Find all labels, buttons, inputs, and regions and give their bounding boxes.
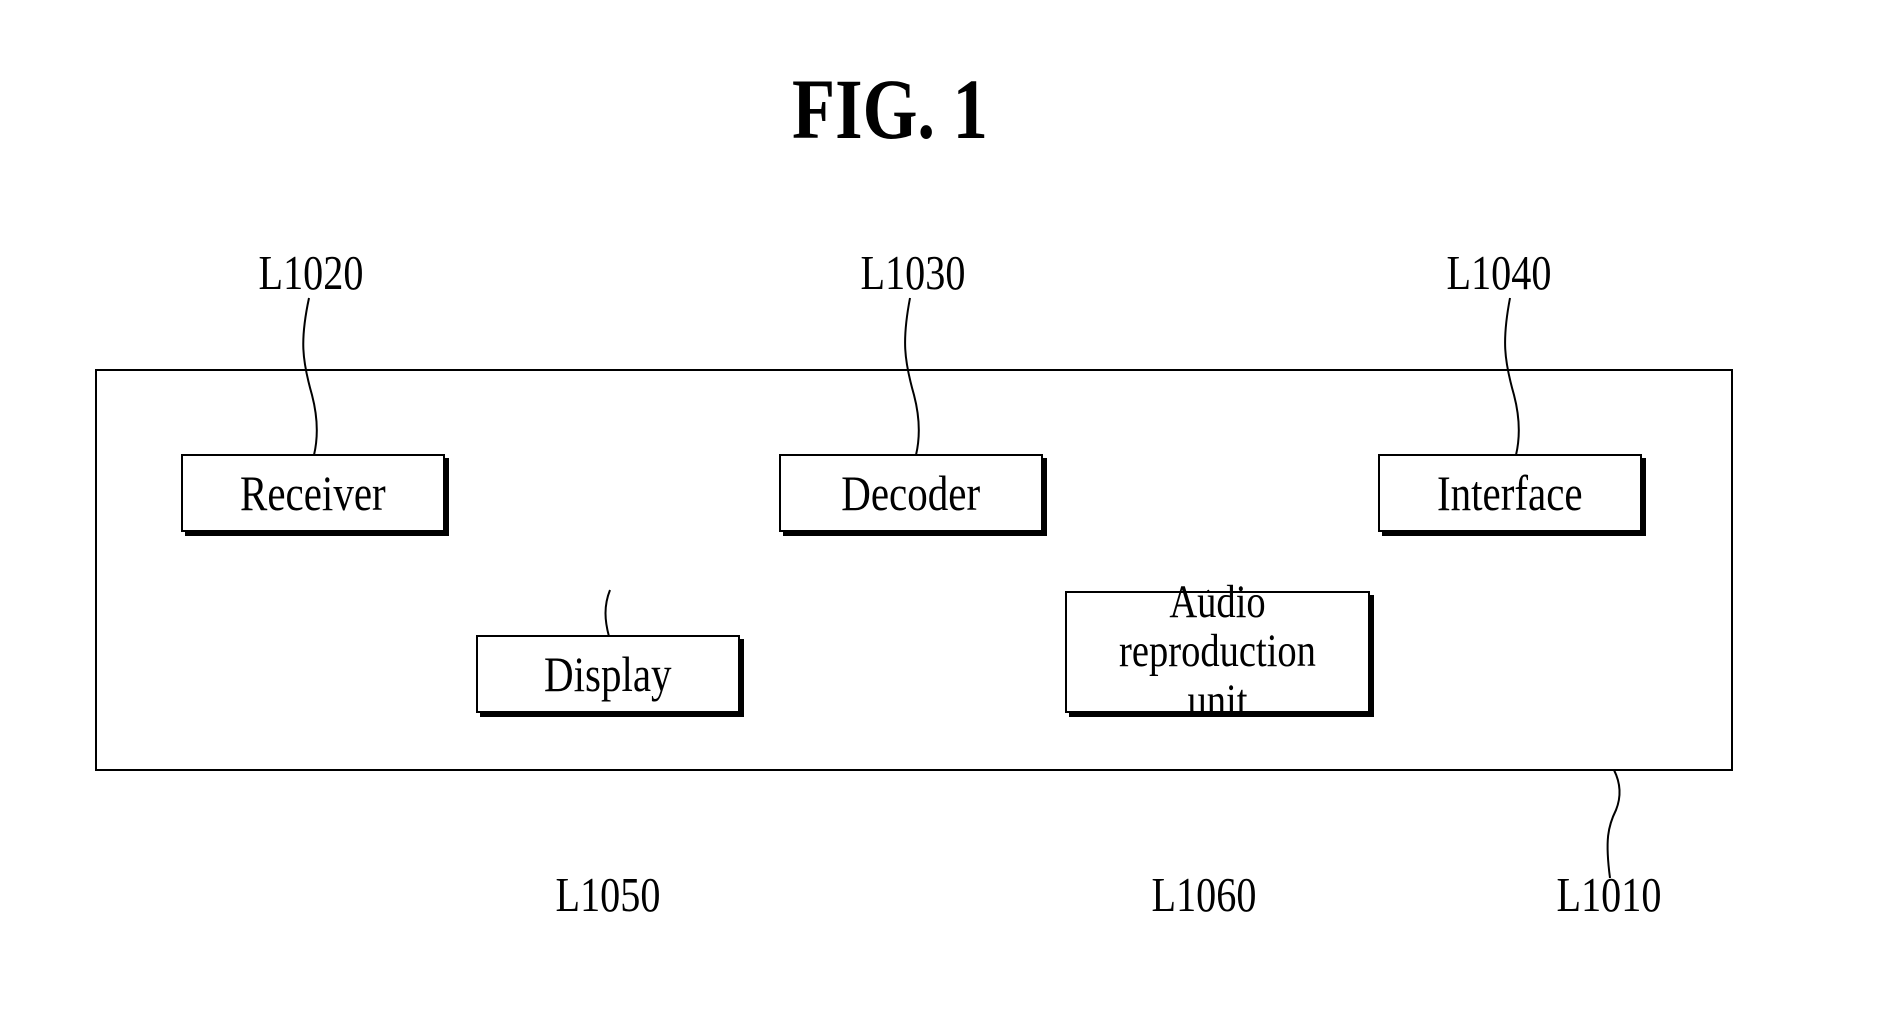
- device-boundary: [96, 370, 1732, 770]
- figure-title: FIG. 1: [160, 66, 1620, 152]
- ref-label-display: L1050: [542, 870, 673, 919]
- decoder-label: Decoder: [842, 468, 981, 518]
- ref-label-decoder: L1030: [847, 248, 978, 297]
- display-block: Display: [476, 635, 740, 713]
- receiver-block: Receiver: [181, 454, 445, 532]
- leader-line-interface: [1505, 298, 1519, 455]
- receiver-label: Receiver: [240, 468, 386, 518]
- interface-label: Interface: [1437, 468, 1583, 518]
- interface-block: Interface: [1378, 454, 1642, 532]
- leader-line-decoder: [905, 298, 919, 455]
- ref-label-audio: L1060: [1138, 870, 1269, 919]
- leader-line-receiver: [303, 298, 317, 455]
- ref-label-receiver: L1020: [245, 248, 376, 297]
- ref-label-device: L1010: [1543, 870, 1674, 919]
- audio-label-line1: Audio: [1094, 578, 1341, 627]
- display-label: Display: [544, 649, 672, 699]
- ref-label-interface: L1040: [1433, 248, 1564, 297]
- audio-label-line2: reproduction unit: [1094, 627, 1341, 726]
- leader-line-device: [1608, 770, 1620, 878]
- audio-reproduction-unit-block: Audio reproduction unit: [1065, 591, 1370, 713]
- decoder-block: Decoder: [779, 454, 1043, 532]
